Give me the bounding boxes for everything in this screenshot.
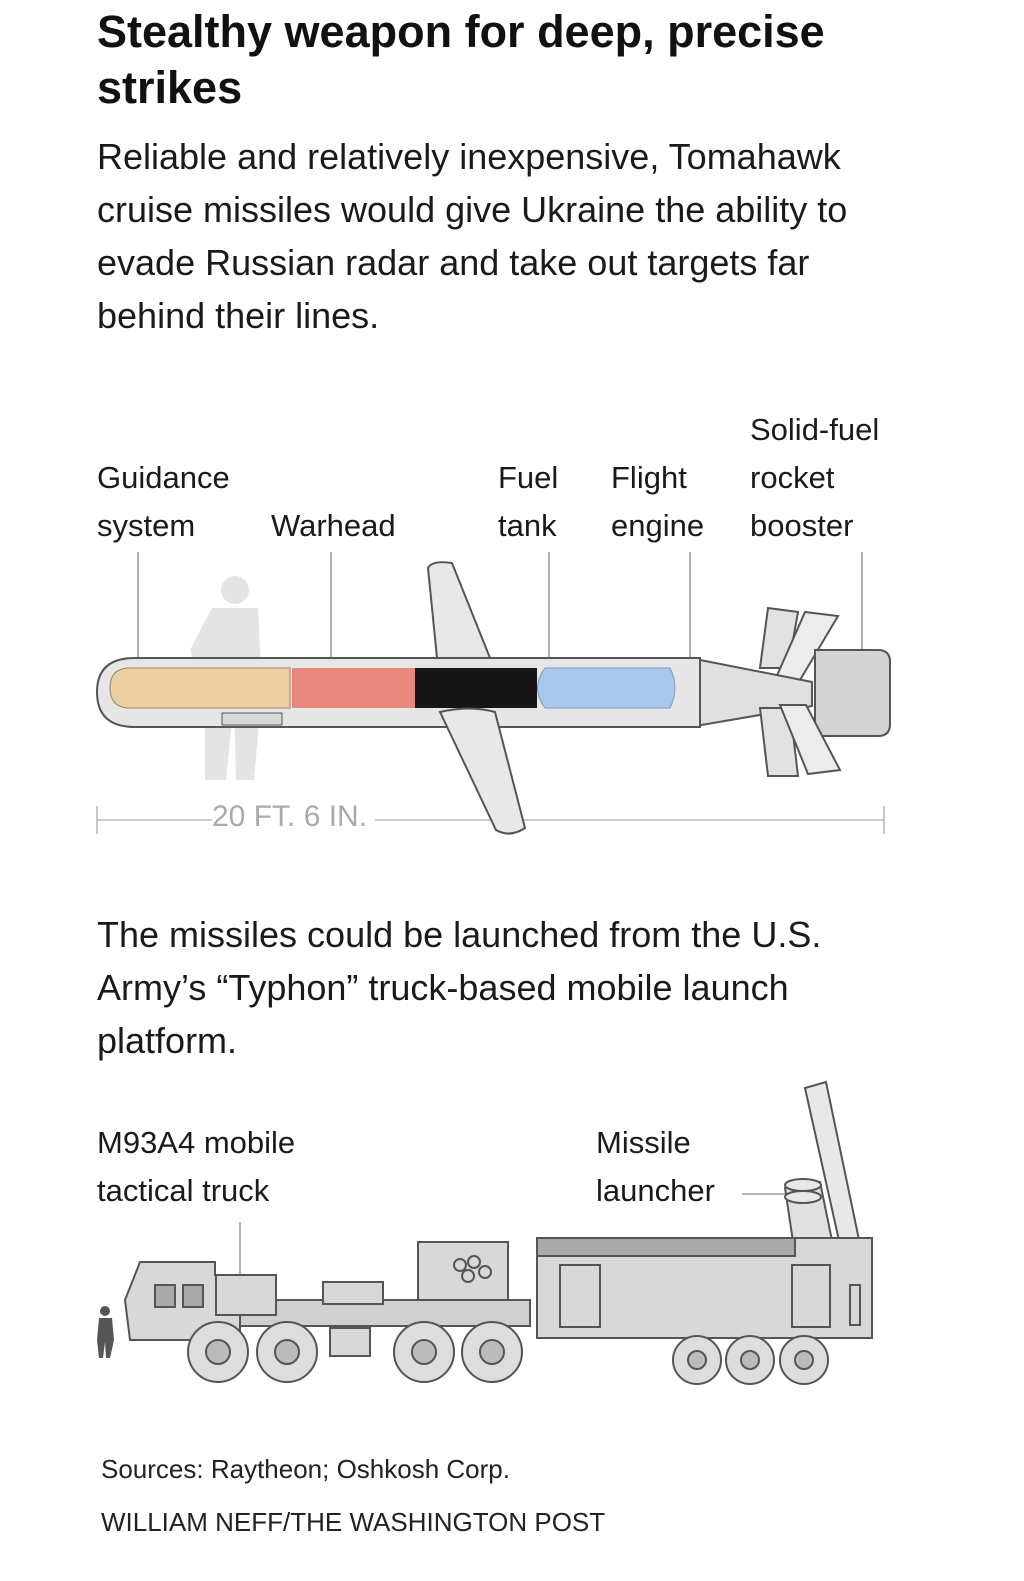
lower-fin-2 (778, 704, 842, 776)
sources: Sources: Raytheon; Oshkosh Corp. (101, 1454, 510, 1484)
black-section (415, 668, 537, 708)
guidance-section (109, 667, 291, 709)
typhon-truck (97, 1080, 873, 1385)
missile-length: 20 FT. 6 IN. (212, 800, 376, 834)
soldier-silhouette (97, 1306, 114, 1358)
truck-wheels (187, 1321, 523, 1383)
warhead-section (292, 668, 415, 708)
lower-wing (438, 707, 527, 835)
page-title: Stealthy weapon for deep, precise strike… (97, 6, 825, 113)
intro-text: Reliable and relatively inexpensive, Tom… (97, 136, 848, 336)
launch-text: The missiles could be launched from the … (97, 914, 822, 1061)
fuel-tank-section (537, 667, 676, 709)
credit: WILLIAM NEFF/THE WASHINGTON POST (101, 1507, 606, 1537)
label-warhead: Warhead (271, 508, 396, 543)
upper-wing (426, 561, 492, 659)
missile (95, 561, 891, 835)
trailer-wheels (672, 1335, 829, 1385)
booster (814, 649, 891, 737)
